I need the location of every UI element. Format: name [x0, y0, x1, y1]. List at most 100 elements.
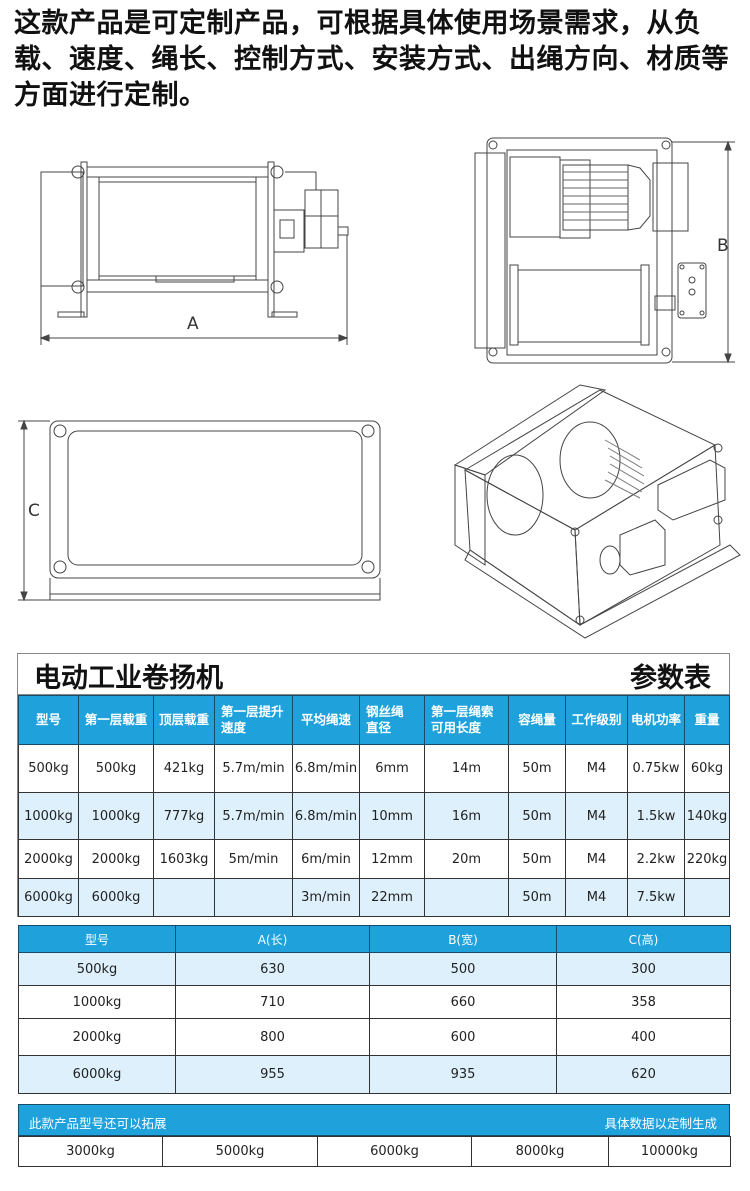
- spec-header-first-layer-speed: 第一层提升速度: [214, 695, 293, 745]
- table-cell: M4: [565, 839, 628, 879]
- table-cell: 50m: [508, 839, 566, 879]
- extension-model-cell: 3000kg: [18, 1136, 163, 1167]
- extension-header-right: 具体数据以定制生成: [604, 1116, 717, 1131]
- spec-table-header-row: 型号 第一层载重 顶层载重 第一层提升速度 平均绳速 钢丝绳直径 第一层绳索可用…: [18, 695, 730, 745]
- table-cell: M4: [565, 744, 628, 793]
- table-cell: 5.7m/min: [214, 792, 293, 840]
- table-cell: 660: [369, 985, 557, 1019]
- table-cell: 2000kg: [18, 839, 79, 879]
- table-cell: 12mm: [359, 839, 425, 879]
- table-cell: 6000kg: [18, 1055, 176, 1094]
- table-cell: [424, 878, 509, 917]
- table-cell: 1603kg: [153, 839, 215, 879]
- table-row: 3000kg 5000kg 6000kg 8000kg 10000kg: [18, 1136, 731, 1167]
- extension-header-left: 此款产品型号还可以拓展: [29, 1116, 167, 1131]
- table-cell: 500kg: [18, 744, 79, 793]
- table-cell: 14m: [424, 744, 509, 793]
- table-cell: 220kg: [684, 839, 730, 879]
- table-cell: [153, 878, 215, 917]
- table-cell: 300: [556, 952, 731, 986]
- table-cell: 1000kg: [78, 792, 154, 840]
- spec-header-motor-power: 电机功率: [627, 695, 685, 745]
- extension-model-cell: 5000kg: [162, 1136, 318, 1167]
- table-cell: 5.7m/min: [214, 744, 293, 793]
- table-cell: 1.5kw: [627, 792, 685, 840]
- dimension-table: 型号 A(长) B(宽) C(高) 500kg 630 500 300 1000…: [18, 925, 731, 1094]
- table-cell: 2000kg: [18, 1018, 176, 1056]
- table-row: 2000kg 2000kg 1603kg 5m/min 6m/min 12mm …: [18, 839, 730, 879]
- table-cell: 20m: [424, 839, 509, 879]
- spec-header-first-layer-load: 第一层载重: [78, 695, 154, 745]
- table-cell: 1000kg: [18, 792, 79, 840]
- table-cell: 421kg: [153, 744, 215, 793]
- table-cell: [684, 878, 730, 917]
- spec-table-title-right: 参数表: [630, 663, 711, 694]
- dimension-header-row: 型号 A(长) B(宽) C(高): [18, 925, 731, 953]
- table-cell: 22mm: [359, 878, 425, 917]
- table-cell: 500: [369, 952, 557, 986]
- table-cell: M4: [565, 792, 628, 840]
- spec-header-rope-diameter: 钢丝绳直径: [359, 695, 425, 745]
- extension-model-cell: 8000kg: [471, 1136, 609, 1167]
- table-cell: 50m: [508, 792, 566, 840]
- table-cell: 358: [556, 985, 731, 1019]
- table-cell: 2.2kw: [627, 839, 685, 879]
- table-cell: 777kg: [153, 792, 215, 840]
- spec-header-model: 型号: [18, 695, 79, 745]
- table-cell: 50m: [508, 878, 566, 917]
- dim-header-a-length: A(长): [175, 925, 370, 953]
- table-cell: 16m: [424, 792, 509, 840]
- table-cell: 6mm: [359, 744, 425, 793]
- extension-models-table: 3000kg 5000kg 6000kg 8000kg 10000kg: [18, 1136, 731, 1167]
- table-cell: 620: [556, 1055, 731, 1094]
- spec-header-avg-rope-speed: 平均绳速: [292, 695, 360, 745]
- table-row: 500kg 630 500 300: [18, 952, 731, 986]
- table-cell: 6.8m/min: [292, 792, 360, 840]
- spec-header-usable-length: 第一层绳索可用长度: [424, 695, 509, 745]
- table-cell: [214, 878, 293, 917]
- dimension-label-c: C: [28, 501, 40, 521]
- spec-header-rope-capacity: 容绳量: [508, 695, 566, 745]
- table-row: 1000kg 710 660 358: [18, 985, 731, 1019]
- extension-models-panel: 此款产品型号还可以拓展 具体数据以定制生成 3000kg 5000kg 6000…: [18, 1104, 731, 1167]
- table-cell: 2000kg: [78, 839, 154, 879]
- side-view-drawing: B: [440, 120, 750, 380]
- table-row: 1000kg 1000kg 777kg 5.7m/min 6.8m/min 10…: [18, 792, 730, 840]
- dim-header-model: 型号: [18, 925, 176, 953]
- table-row: 6000kg 6000kg 3m/min 22mm 50m M4 7.5kw: [18, 878, 730, 917]
- spec-table-panel: 电动工业卷扬机 参数表 型号 第一层载重 顶层载重 第一层提升速度 平均绳速 钢…: [17, 653, 730, 917]
- dimension-label-a: A: [187, 314, 199, 334]
- table-cell: 3m/min: [292, 878, 360, 917]
- dim-header-c-height: C(高): [556, 925, 731, 953]
- table-cell: 0.75kw: [627, 744, 685, 793]
- spec-table-title: 电动工业卷扬机: [34, 663, 223, 694]
- table-cell: 630: [175, 952, 370, 986]
- table-cell: 955: [175, 1055, 370, 1094]
- table-cell: 5m/min: [214, 839, 293, 879]
- dim-header-b-width: B(宽): [369, 925, 557, 953]
- dimension-label-b: B: [717, 236, 729, 256]
- extension-model-cell: 10000kg: [608, 1136, 731, 1167]
- table-cell: 6.8m/min: [292, 744, 360, 793]
- table-cell: 7.5kw: [627, 878, 685, 917]
- table-cell: 500kg: [18, 952, 176, 986]
- table-row: 2000kg 800 600 400: [18, 1018, 731, 1056]
- table-cell: 935: [369, 1055, 557, 1094]
- table-cell: 1000kg: [18, 985, 176, 1019]
- table-cell: 6000kg: [78, 878, 154, 917]
- table-row: 500kg 500kg 421kg 5.7m/min 6.8m/min 6mm …: [18, 744, 730, 793]
- spec-header-work-class: 工作级别: [565, 695, 628, 745]
- spec-header-weight: 重量: [684, 695, 730, 745]
- table-cell: 50m: [508, 744, 566, 793]
- table-row: 6000kg 955 935 620: [18, 1055, 731, 1094]
- table-cell: 710: [175, 985, 370, 1019]
- table-cell: 600: [369, 1018, 557, 1056]
- end-view-drawing: C: [0, 400, 400, 620]
- intro-text: 这款产品是可定制产品，可根据具体使用场景需求，从负载、速度、绳长、控制方式、安装…: [14, 8, 729, 111]
- table-cell: 60kg: [684, 744, 730, 793]
- spec-title-row: 电动工业卷扬机 参数表: [18, 654, 729, 695]
- table-cell: 6000kg: [18, 878, 79, 917]
- isometric-view-drawing: [430, 380, 750, 640]
- extension-header: 此款产品型号还可以拓展 具体数据以定制生成: [18, 1104, 730, 1136]
- table-cell: 140kg: [684, 792, 730, 840]
